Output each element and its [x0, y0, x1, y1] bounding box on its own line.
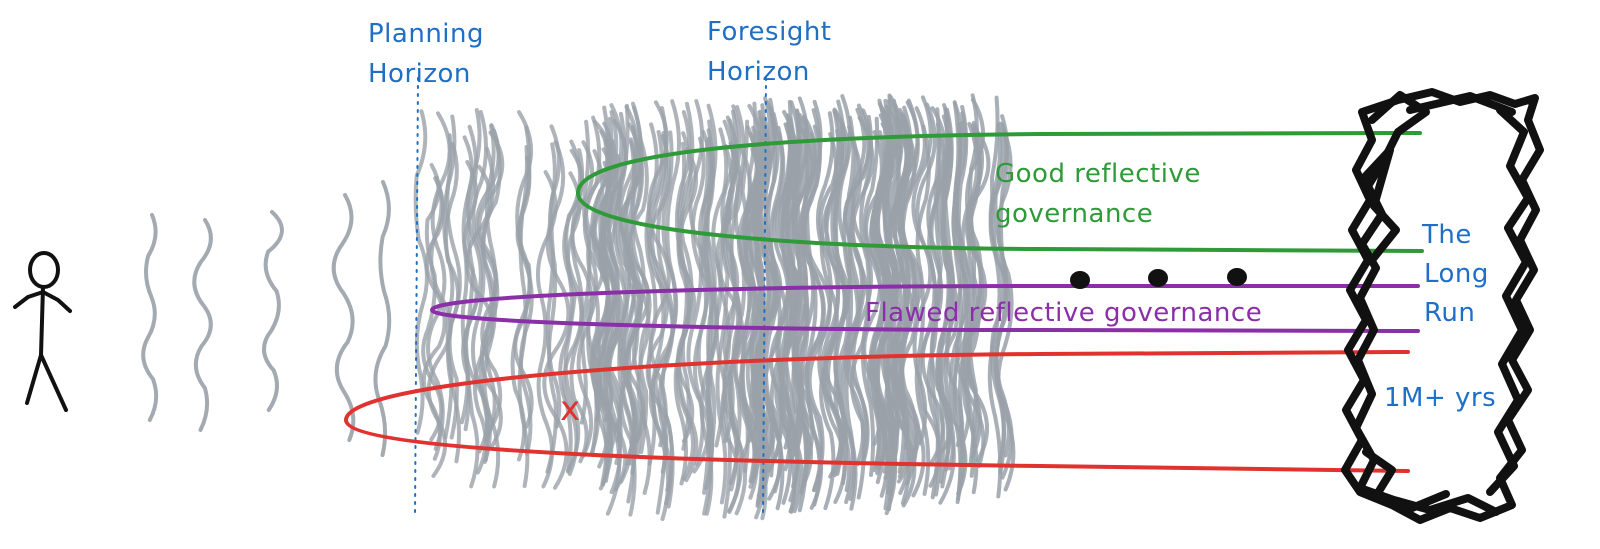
- foresight-horizon-label-line1: Foresight: [707, 17, 832, 47]
- haze-stroke: [647, 131, 675, 506]
- haze-stroke: [915, 102, 942, 488]
- good-governance-path: [575, 131, 1424, 253]
- foresight-horizon-label-line2: Horizon: [707, 57, 810, 87]
- timescale-label: 1M+ yrs: [1384, 383, 1496, 413]
- haze-stroke: [542, 140, 571, 490]
- haze-stroke: [262, 210, 284, 412]
- haze-stroke: [731, 105, 747, 456]
- haze-stroke: [605, 110, 623, 495]
- haze-stroke: [141, 213, 159, 422]
- ellipsis-dots-icon: [1070, 268, 1247, 289]
- foresight-horizon-line: [762, 77, 767, 516]
- haze-stroke: [873, 121, 895, 485]
- haze-stroke: [413, 109, 429, 435]
- haze-stroke: [936, 103, 956, 505]
- haze-stroke: [802, 124, 832, 492]
- haze-stroke: [754, 124, 768, 508]
- haze-stroke: [653, 130, 679, 492]
- haze-stroke: [988, 114, 1014, 480]
- haze-stroke: [445, 114, 462, 464]
- good-governance-label-line2: governance: [995, 199, 1153, 229]
- haze-stroke: [987, 95, 1003, 499]
- haze-stroke: [480, 128, 502, 489]
- haze-stroke: [570, 140, 595, 459]
- haze-stroke: [929, 107, 943, 500]
- haze-stroke: [192, 218, 213, 432]
- planning-horizon-label-line1: Planning: [368, 19, 484, 49]
- haze-stroke: [477, 130, 505, 434]
- haze-stroke: [899, 106, 927, 498]
- haze-stroke: [940, 107, 955, 489]
- haze-stroke: [722, 109, 744, 514]
- good-governance-label-line1: Good reflective: [995, 159, 1201, 189]
- haze-stroke: [563, 171, 582, 473]
- haze-stroke: [965, 97, 986, 459]
- haze-stroke: [954, 121, 969, 501]
- haze-stroke: [862, 116, 885, 473]
- long-run-boundary: [1341, 88, 1544, 524]
- haze-stroke: [649, 106, 671, 521]
- haze-stroke: [621, 125, 646, 450]
- haze-stroke: [889, 118, 911, 495]
- long-run-label-line1: The: [1421, 220, 1472, 250]
- long-run-label-line3: Run: [1424, 298, 1475, 328]
- haze-stroke: [960, 121, 980, 478]
- failed-path: [343, 350, 1410, 473]
- flawed-governance-label: Flawed reflective governance: [865, 298, 1262, 328]
- haze-stroke: [819, 132, 839, 511]
- haze-stroke: [675, 141, 695, 481]
- planning-horizon-label-line2: Horizon: [368, 59, 471, 89]
- flawed-governance-path: [429, 284, 1420, 333]
- haze-stroke: [751, 96, 783, 473]
- haze-stroke: [952, 100, 964, 505]
- haze-stroke: [463, 124, 480, 489]
- long-run-label-line2: Long: [1424, 259, 1489, 289]
- haze-stroke: [800, 99, 826, 510]
- haze-stroke: [775, 110, 798, 472]
- haze-stroke: [618, 101, 644, 504]
- haze-stroke: [859, 114, 876, 477]
- haze-stroke: [373, 180, 392, 457]
- haze-stroke: [739, 125, 759, 484]
- haze-stroke: [612, 111, 634, 484]
- haze-stroke: [870, 98, 891, 470]
- haze-stroke: [885, 102, 904, 458]
- haze-stroke: [562, 148, 584, 476]
- x-mark-icon: x: [560, 389, 581, 429]
- planning-horizon-line: [414, 77, 419, 516]
- haze-stroke: [914, 124, 931, 496]
- haze-stroke: [331, 193, 356, 442]
- haze-stroke: [833, 121, 852, 492]
- stick-figure-icon: [13, 251, 72, 412]
- haze-stroke: [626, 136, 652, 495]
